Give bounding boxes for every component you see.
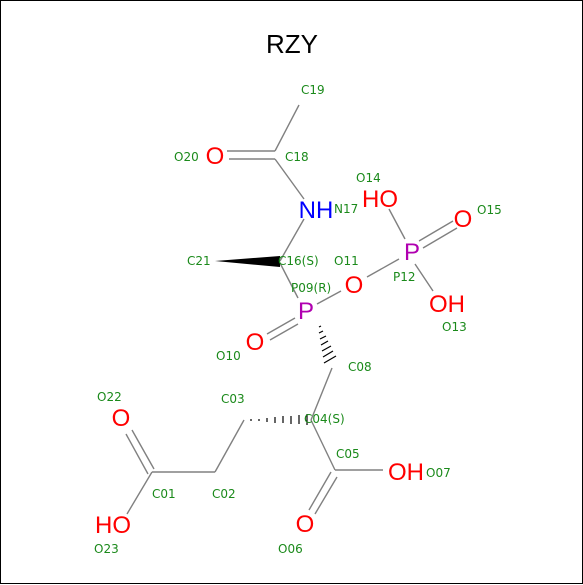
hash-p09-c08 bbox=[318, 325, 337, 364]
bond-c01-o22-a bbox=[125, 433, 149, 475]
atom-labels: C19 C18 O20 O14 N17 O15 C21 C16(S) O11 P… bbox=[94, 83, 502, 556]
atom-symbols: O NH HO O P O OH P O O OH O HO bbox=[95, 143, 472, 539]
atom-o06: O bbox=[296, 511, 315, 538]
bond-c05-o06-b bbox=[314, 476, 338, 515]
label-o22: O22 bbox=[97, 390, 122, 404]
bond-p09-o10-b bbox=[269, 323, 299, 341]
wedge-c16-c21 bbox=[215, 256, 280, 267]
label-c01: C01 bbox=[152, 487, 176, 501]
bond-p12-o13 bbox=[414, 263, 434, 292]
label-p09: P09(R) bbox=[291, 281, 331, 295]
label-o13: O13 bbox=[442, 320, 467, 334]
label-c04: C04(S) bbox=[304, 412, 345, 426]
label-c03: C03 bbox=[221, 392, 245, 406]
label-c21: C21 bbox=[187, 254, 211, 268]
atom-o20: O bbox=[206, 143, 225, 170]
bond-c01-o23 bbox=[126, 471, 153, 515]
molecule-title: RZY bbox=[266, 29, 318, 59]
atom-o23: HO bbox=[95, 512, 131, 539]
bond-p09-o11 bbox=[316, 290, 342, 305]
label-c19: C19 bbox=[301, 83, 325, 97]
label-o20: O20 bbox=[174, 150, 199, 164]
label-p12: P12 bbox=[393, 270, 416, 284]
label-c08: C08 bbox=[348, 360, 372, 374]
atom-p09: P bbox=[298, 298, 314, 325]
atom-o15: O bbox=[454, 206, 473, 233]
bonds bbox=[125, 104, 458, 515]
atom-o14: HO bbox=[362, 186, 398, 213]
label-c05: C05 bbox=[336, 447, 360, 461]
label-o11: O11 bbox=[334, 254, 359, 268]
label-o10: O10 bbox=[216, 349, 241, 363]
bond-n17-c16 bbox=[279, 218, 305, 262]
bond-o11-p12 bbox=[366, 258, 400, 278]
bond-p09-o10-a bbox=[266, 317, 296, 335]
bond-c16-p09 bbox=[279, 262, 299, 299]
label-o06: O06 bbox=[278, 542, 303, 556]
bond-c08-c04 bbox=[310, 367, 333, 421]
atom-o07: OH bbox=[388, 459, 424, 486]
bond-p12-o15-b bbox=[422, 227, 458, 249]
label-c18: C18 bbox=[285, 150, 309, 164]
label-o23: O23 bbox=[94, 542, 119, 556]
bond-c03-c02 bbox=[214, 419, 245, 473]
atom-n17: NH bbox=[299, 197, 334, 224]
label-c02: C02 bbox=[212, 487, 236, 501]
bond-p12-o15-a bbox=[418, 220, 454, 242]
label-o14: O14 bbox=[356, 171, 381, 185]
bond-c01-o22-b bbox=[131, 429, 155, 470]
atom-p12: P bbox=[404, 239, 420, 266]
atom-o13: OH bbox=[429, 291, 465, 318]
bond-c05-o06-a bbox=[308, 471, 332, 511]
bond-c19-c18 bbox=[274, 104, 300, 152]
atom-o10: O bbox=[246, 329, 265, 356]
label-c16: C16(S) bbox=[278, 254, 319, 268]
atom-o11: O bbox=[345, 272, 364, 299]
bond-o14-p12 bbox=[388, 208, 406, 240]
label-o07: O07 bbox=[426, 466, 451, 480]
label-n17: N17 bbox=[334, 202, 358, 216]
label-o15: O15 bbox=[477, 203, 502, 217]
hash-c04-c03 bbox=[250, 414, 308, 425]
bond-c18-n17 bbox=[274, 158, 305, 200]
atom-o22: O bbox=[112, 405, 131, 432]
bond-c04-c05 bbox=[310, 419, 336, 471]
